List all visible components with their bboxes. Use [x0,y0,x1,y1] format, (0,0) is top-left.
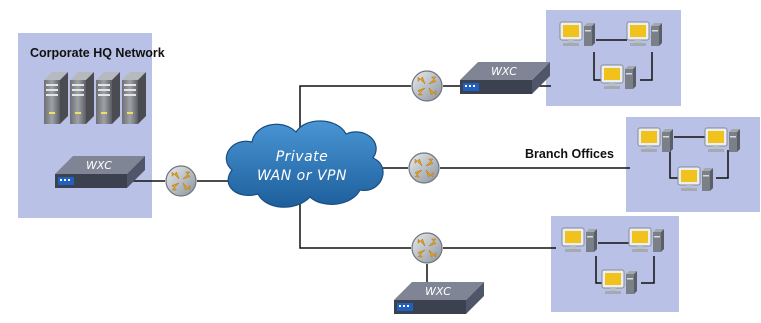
branch-offices-label: Branch Offices [525,147,614,161]
wxc-label: WXC [425,285,451,298]
cloud-label-line2: WAN or VPN [257,168,347,184]
wxc-appliance-icon: WXC [394,282,484,314]
hq-network-label: Corporate HQ Network [30,46,165,60]
server-icon [44,72,68,124]
wxc-appliance-icon: WXC [460,62,550,94]
hq-panel [18,33,152,218]
branch-lan-middle [637,127,741,192]
wxc-appliance-icon: WXC [55,156,145,188]
wxc-label: WXC [491,65,517,78]
server-icon [96,72,120,124]
network-links [118,85,630,284]
router-icon [165,165,197,197]
wxc-label: WXC [86,159,112,172]
cloud-icon: Private WAN or VPN [225,120,384,208]
branch-lan-top [559,21,663,90]
server-icon [70,72,94,124]
router-icon [411,232,443,264]
cloud-label-line1: Private [276,149,329,165]
router-icon [411,70,443,102]
branch-lan-bottom [561,227,665,295]
router-icon [408,152,440,184]
server-icon [122,72,146,124]
